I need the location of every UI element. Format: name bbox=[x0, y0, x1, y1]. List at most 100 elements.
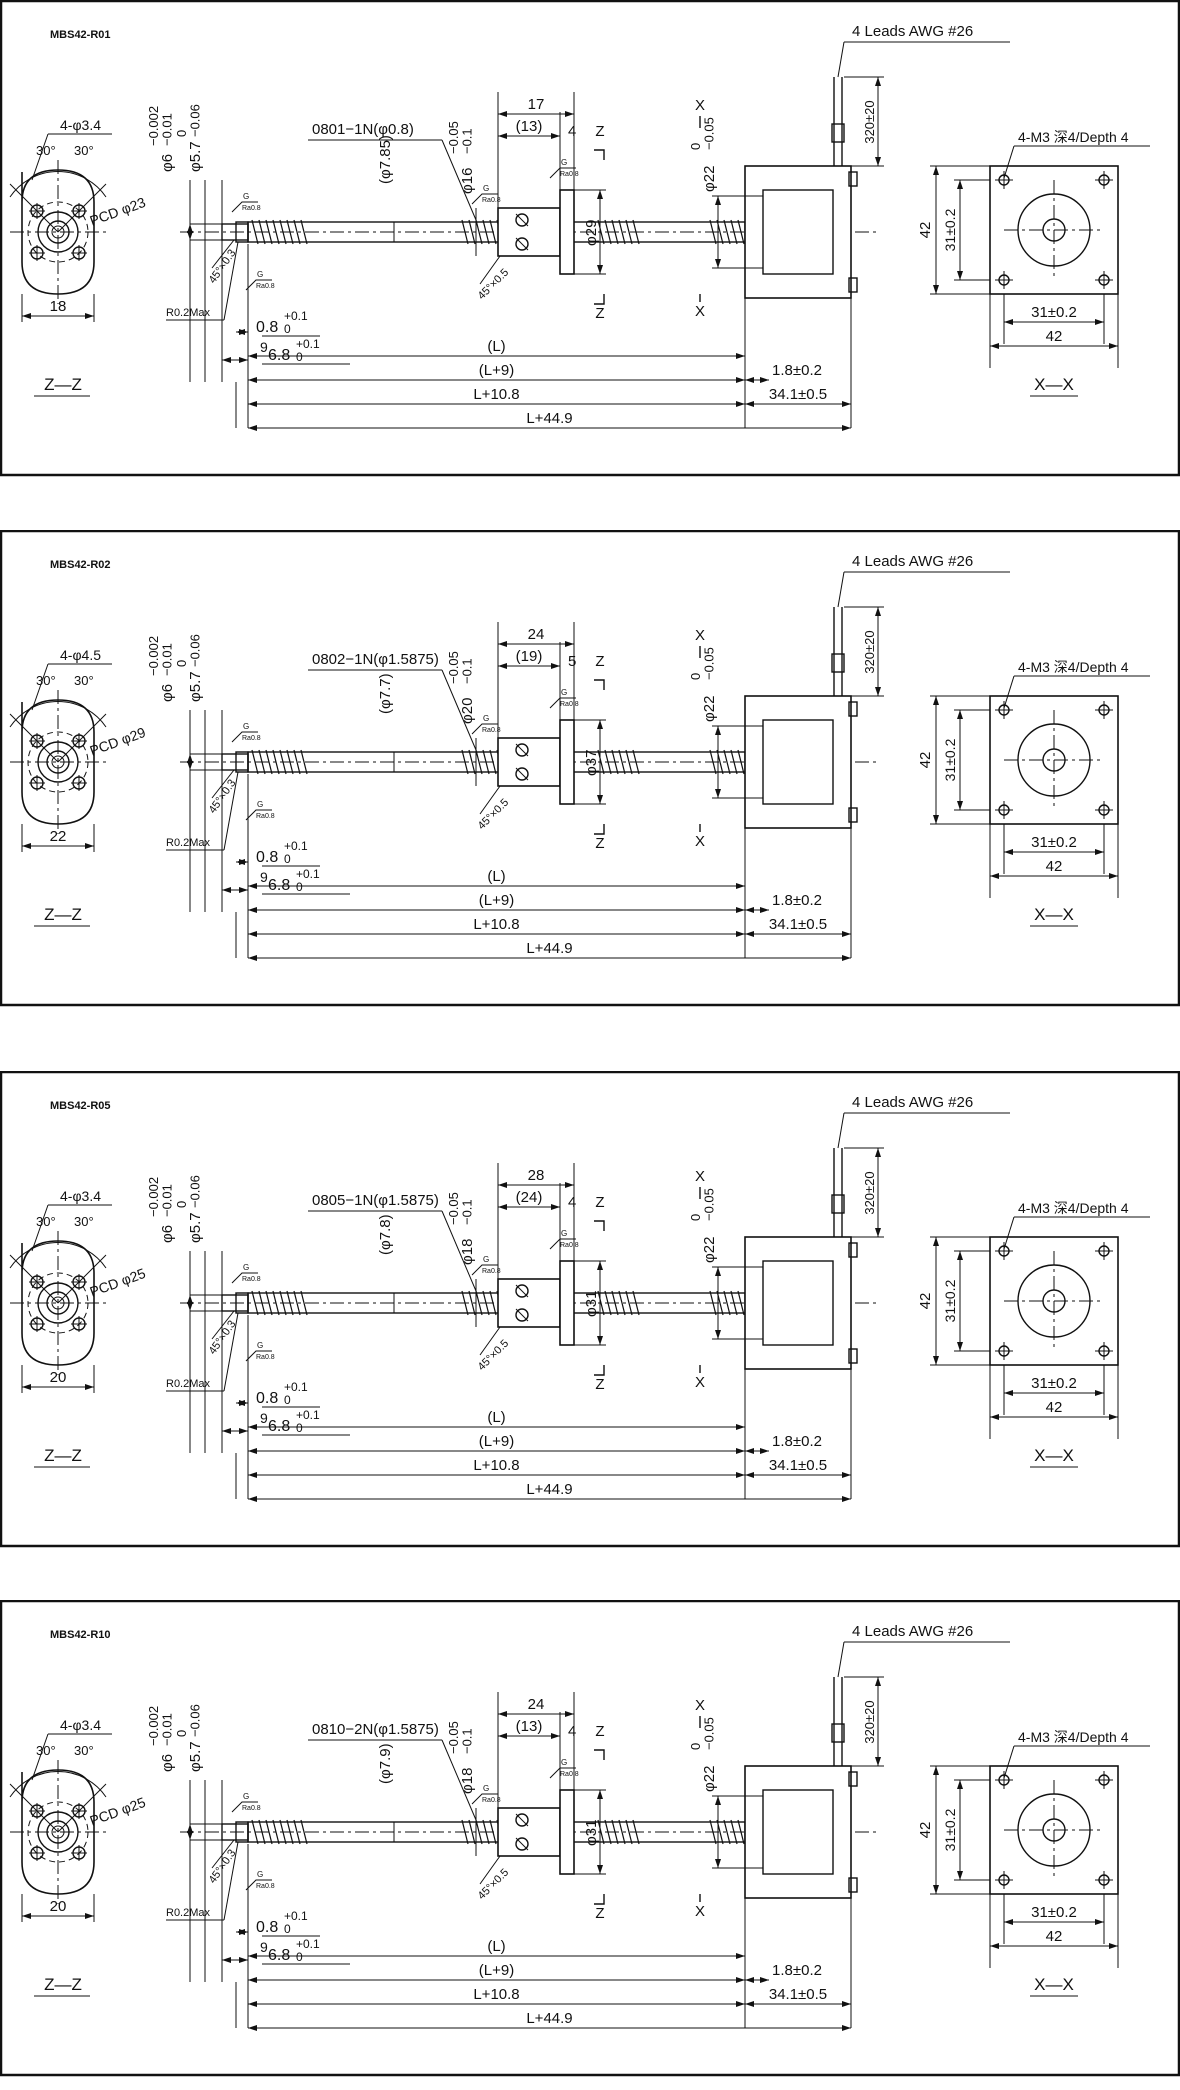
arrow-head bbox=[875, 1228, 881, 1237]
lead-sleeve bbox=[831, 1723, 845, 1743]
section-x-top: X bbox=[695, 1168, 705, 1185]
flange-dia: φ31 bbox=[583, 1291, 600, 1317]
arrow-head bbox=[248, 1448, 257, 1454]
screw-thread bbox=[482, 1819, 490, 1845]
screw-thread bbox=[709, 1819, 717, 1845]
motor-size-h-text: 42 bbox=[1046, 1928, 1063, 1945]
journal-dia-tol: −0.06 bbox=[188, 104, 203, 137]
screw-thread bbox=[597, 1290, 605, 1316]
nut-body-length-text: (13) bbox=[516, 118, 543, 135]
journal-tol: +0.1 bbox=[296, 337, 320, 351]
arrow-head bbox=[736, 377, 745, 383]
flange-thickness: 4 bbox=[568, 1723, 576, 1740]
nut-hole-callout: 4-φ3.4 bbox=[60, 117, 101, 133]
radius-label: R0.2Max bbox=[166, 1907, 211, 1919]
screw-thread bbox=[489, 1819, 497, 1845]
surface-mark bbox=[471, 1264, 498, 1276]
surface-mark-ra: Ra0.8 bbox=[256, 283, 275, 290]
arrow-head bbox=[248, 425, 257, 431]
arrow-head bbox=[597, 1261, 603, 1270]
section-x-bottom: X bbox=[695, 833, 705, 850]
radius-label: R0.2Max bbox=[166, 307, 211, 319]
arrow-head bbox=[248, 955, 257, 961]
boss-dia-tol: 0 bbox=[688, 1214, 703, 1221]
arrow-head bbox=[875, 157, 881, 166]
journal-tol: +0.1 bbox=[296, 1408, 320, 1422]
arrow-head bbox=[248, 883, 257, 889]
arrow-head bbox=[715, 726, 721, 735]
shaft-dia-tol: −0.002 bbox=[146, 1177, 161, 1217]
arrow-head bbox=[875, 1677, 881, 1686]
motor-size-v-text: 42 bbox=[917, 752, 934, 769]
dim-l108-text: L+10.8 bbox=[473, 386, 519, 403]
section-z-bottom: Z bbox=[595, 835, 604, 852]
groove-value: 0.8 bbox=[256, 849, 278, 866]
motor-size-v-text: 42 bbox=[917, 1293, 934, 1310]
dim-9: 9 bbox=[260, 339, 268, 355]
arrow-head bbox=[745, 401, 754, 407]
journal-dia-tol: 0 bbox=[174, 130, 189, 137]
arrow-head bbox=[875, 1148, 881, 1157]
flange-width-text: 20 bbox=[50, 1369, 67, 1386]
arrow-head bbox=[551, 663, 560, 669]
screw-thread bbox=[611, 1290, 619, 1316]
screw-thread bbox=[461, 219, 469, 245]
arrow-head bbox=[222, 1957, 231, 1963]
screw-thread bbox=[489, 1290, 497, 1316]
surface-mark-g: G bbox=[483, 1784, 489, 1793]
dim-l9-text: (L+9) bbox=[479, 1962, 514, 1979]
screw-thread bbox=[475, 1290, 483, 1316]
surface-mark bbox=[549, 167, 576, 179]
dim-l-text: (L) bbox=[487, 868, 505, 885]
arrow-head bbox=[957, 1251, 963, 1260]
screw-thread bbox=[632, 1819, 640, 1845]
section-zz: Z—Z bbox=[44, 905, 82, 924]
lead-length: 320±20 bbox=[862, 100, 877, 143]
arrow-head bbox=[745, 2001, 754, 2007]
arrow-head bbox=[498, 133, 507, 139]
screw-thread bbox=[625, 219, 633, 245]
dim-l108-text: L+10.8 bbox=[473, 916, 519, 933]
surface-mark-g: G bbox=[243, 192, 249, 201]
arrow-head bbox=[990, 1943, 999, 1949]
arrow-head bbox=[597, 795, 603, 804]
arrow-head bbox=[498, 1733, 507, 1739]
arrow-head bbox=[187, 754, 193, 763]
shaft-dia-tol: −0.01 bbox=[160, 1184, 175, 1217]
motor-size-h-text: 42 bbox=[1046, 858, 1063, 875]
dim-18: 1.8±0.2 bbox=[772, 1433, 822, 1450]
chamfer-b-leader bbox=[479, 255, 501, 285]
arrow-head bbox=[745, 931, 754, 937]
screw-thread bbox=[251, 219, 259, 245]
section-xx: X—X bbox=[1034, 1446, 1074, 1465]
arrow-head bbox=[715, 1859, 721, 1868]
screw-thread bbox=[611, 219, 619, 245]
nut-body bbox=[497, 1278, 561, 1328]
surface-mark bbox=[245, 1350, 272, 1362]
screw-thread bbox=[730, 1290, 738, 1316]
arrow-head bbox=[498, 1204, 507, 1210]
surface-mark-ra: Ra0.8 bbox=[482, 1268, 501, 1275]
arrow-head bbox=[498, 663, 507, 669]
arrow-head bbox=[239, 329, 248, 335]
dim-18: 1.8±0.2 bbox=[772, 892, 822, 909]
hole-leader bbox=[31, 1204, 49, 1252]
surface-mark-ra: Ra0.8 bbox=[242, 1276, 261, 1283]
chamfer-b-leader bbox=[479, 1855, 501, 1885]
journal-tol: 0 bbox=[296, 1421, 303, 1435]
hole-pitch-v-text: 31±0.2 bbox=[942, 1279, 958, 1322]
spec-leader bbox=[441, 1210, 477, 1292]
screw-thread bbox=[300, 1819, 308, 1845]
surface-mark-ra: Ra0.8 bbox=[482, 727, 501, 734]
arrow-head bbox=[933, 815, 939, 824]
angle-left: 30° bbox=[36, 143, 56, 158]
screw-thread bbox=[618, 219, 626, 245]
surface-mark-ra: Ra0.8 bbox=[560, 1242, 579, 1249]
journal-dia-tol: 0 bbox=[174, 1201, 189, 1208]
motor-tab bbox=[848, 807, 858, 823]
dim-341-text: 34.1±0.5 bbox=[769, 916, 827, 933]
arrow-head bbox=[715, 196, 721, 205]
nut-hole-callout: 4-φ4.5 bbox=[60, 647, 101, 663]
